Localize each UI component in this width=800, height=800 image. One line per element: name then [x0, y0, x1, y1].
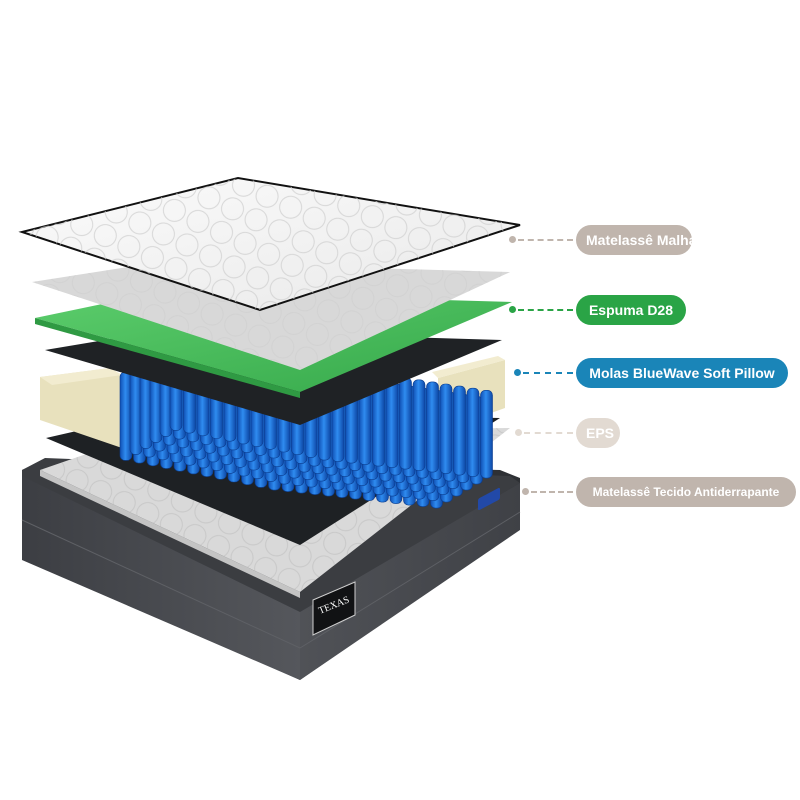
layer-label-molas: Molas BlueWave Soft Pillow: [576, 358, 788, 388]
middle-quilt-layer: [32, 262, 510, 370]
leader-dot-2: [509, 306, 516, 313]
leader-line-1: [518, 239, 573, 241]
leader-dot-3: [514, 369, 521, 376]
leader-line-5: [531, 491, 573, 493]
spring-coil: [439, 383, 453, 474]
leader-dot-1: [509, 236, 516, 243]
leader-dot-5: [522, 488, 529, 495]
side-tag: [478, 487, 500, 511]
spring-coil: [480, 389, 493, 479]
brand-tag: TEXAS: [312, 581, 356, 636]
spring-coil: [399, 377, 412, 470]
spring-coil: [412, 379, 426, 471]
leader-line-2: [518, 309, 573, 311]
layer-label-matelasse-tecido: Matelassê Tecido Antiderrapante: [576, 477, 796, 507]
spring-coil: [453, 385, 466, 476]
spring-coil: [466, 387, 480, 477]
layer-label-espuma-d28: Espuma D28: [576, 295, 686, 325]
leader-line-3: [523, 372, 573, 374]
spring-coil: [426, 381, 439, 473]
spring-coil: [385, 375, 399, 468]
layer-label-matelasse-malha: Matelassê Malha: [576, 225, 697, 255]
leader-dot-4: [515, 429, 522, 436]
leader-line-4: [524, 432, 573, 434]
layer-label-eps: EPS: [576, 418, 620, 448]
top-knit-layer: [18, 176, 521, 312]
